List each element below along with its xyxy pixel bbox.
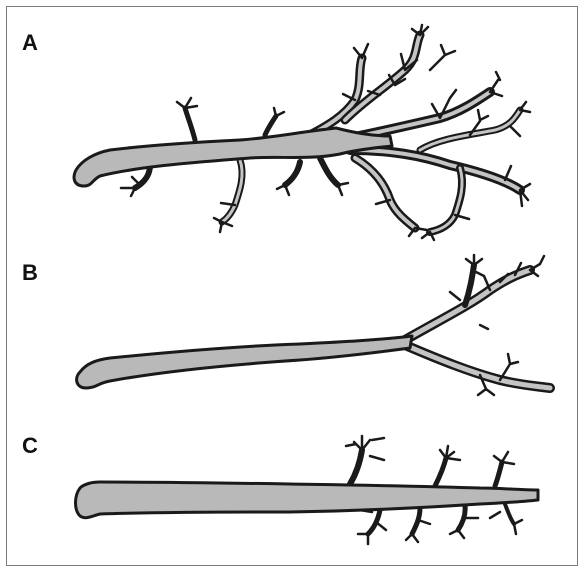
- vessel-c-twig-2-tips: [440, 446, 460, 460]
- vessel-a-branch-12: [185, 108, 195, 140]
- vessel-a-branch-5: [355, 158, 415, 228]
- vessel-c-trunk: [76, 482, 539, 518]
- vessel-a-branch-10: [320, 158, 338, 185]
- vessel-a-branch-6: [430, 168, 462, 232]
- vessel-a: [74, 25, 530, 240]
- vessel-b: [77, 255, 550, 395]
- vessel-c-twig-3-tips: [494, 452, 514, 464]
- vessel-b-trunk: [77, 336, 412, 388]
- vessel-c-twig-7-tips: [490, 512, 522, 534]
- vessel-c-twig-1-tips: [346, 436, 384, 460]
- vessel-a-branch-9: [285, 162, 300, 185]
- vessel-c-twig-7: [505, 504, 514, 524]
- vessel-c-twig-4: [368, 510, 380, 534]
- vessel-c-twig-1: [350, 450, 362, 484]
- vessel-c-twig-2: [435, 458, 446, 486]
- vessel-c: [76, 436, 539, 544]
- vessel-c-twig-3: [495, 462, 502, 486]
- vessel-a-trunk: [74, 128, 392, 186]
- vessel-a-branch-13: [265, 116, 276, 135]
